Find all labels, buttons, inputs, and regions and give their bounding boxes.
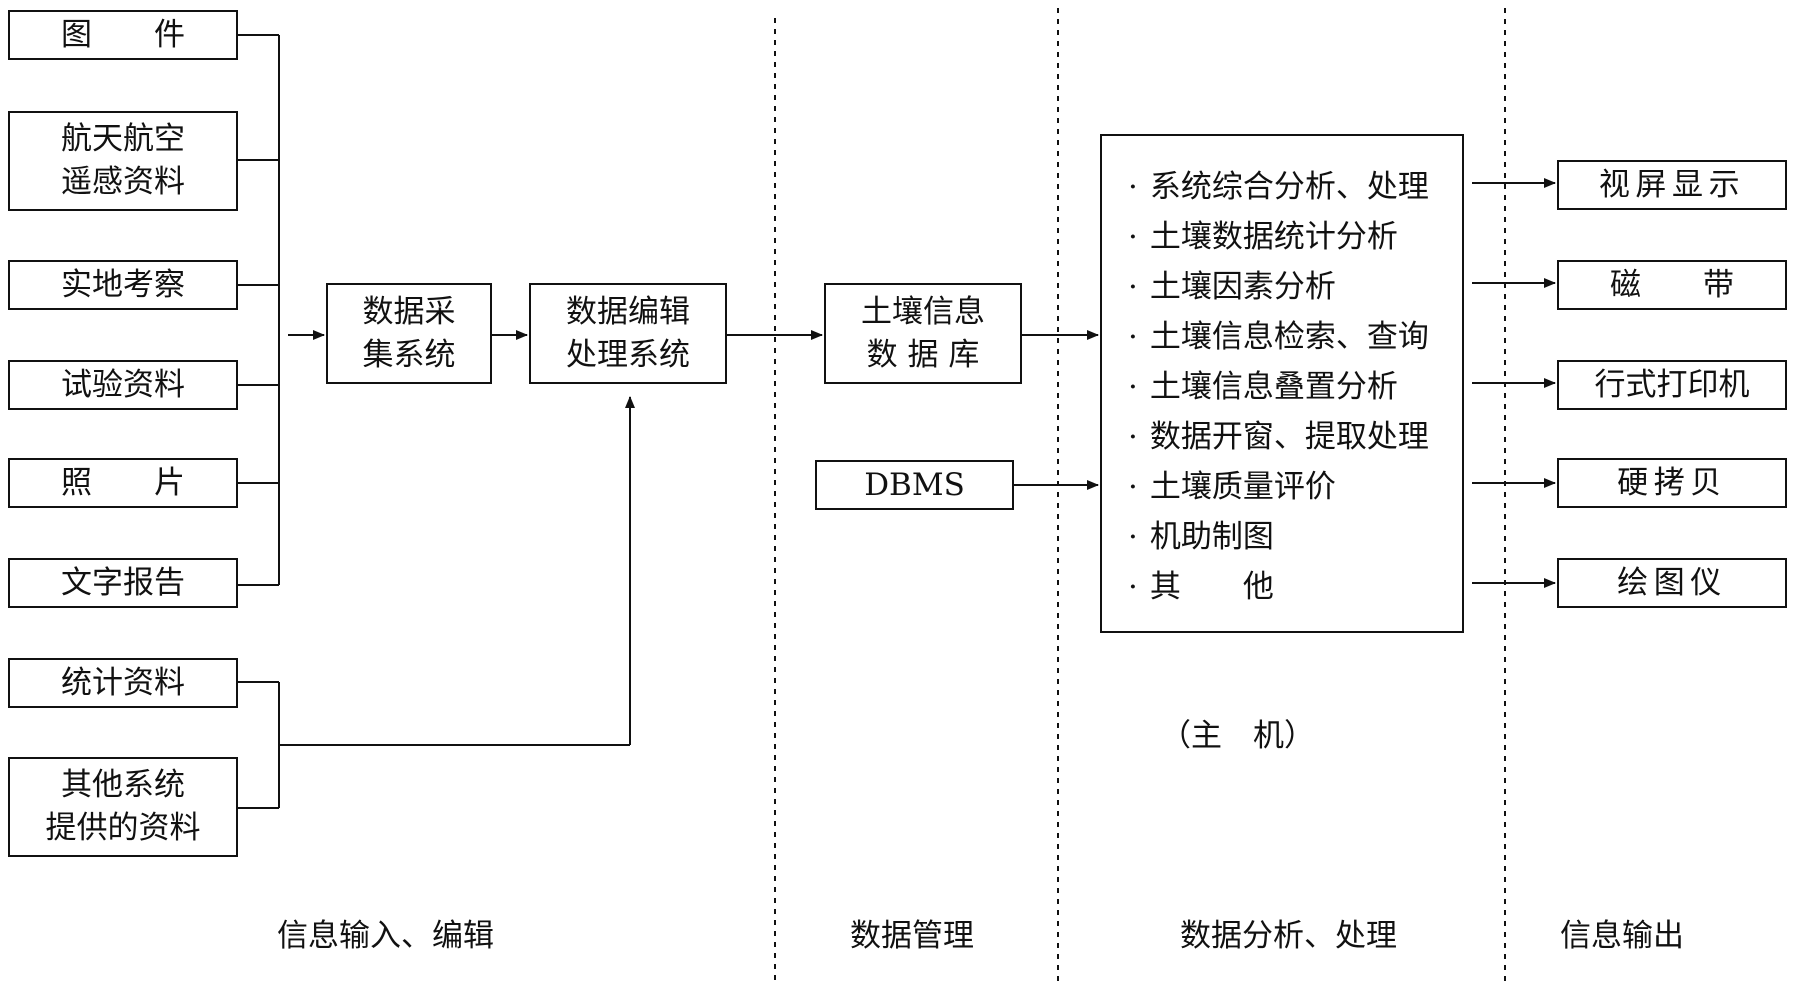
input-other-systems: 其他系统 提供的资料 <box>8 757 238 857</box>
input-aerial-label: 航天航空 遥感资料 <box>61 121 185 200</box>
output-tape-label: 磁 带 <box>1610 266 1734 303</box>
host-item: 数据开窗、提取处理 <box>1128 412 1462 462</box>
host-item: 土壤质量评价 <box>1128 462 1462 512</box>
input-drawings-label: 图 件 <box>61 16 185 53</box>
host-caption: （主 机） <box>1160 718 1315 754</box>
host-item: 机助制图 <box>1128 512 1462 562</box>
input-field-label: 实地考察 <box>61 266 185 303</box>
section-label-data-management: 数据管理 <box>850 918 974 954</box>
host-item: 其 他 <box>1128 562 1462 612</box>
input-statistics-label: 统计资料 <box>61 664 185 701</box>
output-plotter: 绘图仪 <box>1557 558 1787 608</box>
input-statistics: 统计资料 <box>8 658 238 708</box>
input-drawings: 图 件 <box>8 10 238 60</box>
input-other-systems-label: 其他系统 提供的资料 <box>45 767 201 846</box>
input-experiment-data: 试验资料 <box>8 360 238 410</box>
output-line-printer: 行式打印机 <box>1557 360 1787 410</box>
collection-system-label: 数据采 集系统 <box>362 293 456 373</box>
input-field-survey: 实地考察 <box>8 260 238 310</box>
output-screen-label: 视屏显示 <box>1598 166 1746 203</box>
data-collection-system: 数据采 集系统 <box>326 283 492 384</box>
output-magnetic-tape: 磁 带 <box>1557 260 1787 310</box>
output-screen-display: 视屏显示 <box>1557 160 1787 210</box>
output-hardcopy-label: 硬拷贝 <box>1617 464 1727 501</box>
section-label-input-edit: 信息输入、编辑 <box>277 918 494 954</box>
input-text-reports: 文字报告 <box>8 558 238 608</box>
host-item: 土壤因素分析 <box>1128 262 1462 312</box>
host-item: 系统综合分析、处理 <box>1128 162 1462 212</box>
host-item: 土壤数据统计分析 <box>1128 212 1462 262</box>
input-photos: 照 片 <box>8 458 238 508</box>
soil-information-database: 土壤信息 数 据 库 <box>824 283 1022 384</box>
soil-db-label: 土壤信息 数 据 库 <box>861 293 985 373</box>
output-hardcopy: 硬拷贝 <box>1557 458 1787 508</box>
dbms-box: DBMS <box>815 460 1014 510</box>
output-plotter-label: 绘图仪 <box>1617 564 1727 601</box>
input-aerial-remote-sensing: 航天航空 遥感资料 <box>8 111 238 211</box>
host-analysis-box: 系统综合分析、处理 土壤数据统计分析 土壤因素分析 土壤信息检索、查询 土壤信息… <box>1100 134 1464 633</box>
input-photos-label: 照 片 <box>61 464 185 501</box>
input-reports-label: 文字报告 <box>61 564 185 601</box>
section-label-analysis: 数据分析、处理 <box>1180 918 1397 954</box>
host-item: 土壤信息检索、查询 <box>1128 312 1462 362</box>
output-printer-label: 行式打印机 <box>1594 366 1750 403</box>
dbms-label: DBMS <box>864 466 965 503</box>
input-experiment-label: 试验资料 <box>61 366 185 403</box>
data-editing-system: 数据编辑 处理系统 <box>529 283 727 384</box>
host-item: 土壤信息叠置分析 <box>1128 362 1462 412</box>
editing-system-label: 数据编辑 处理系统 <box>566 293 690 373</box>
section-label-output: 信息输出 <box>1560 918 1684 954</box>
